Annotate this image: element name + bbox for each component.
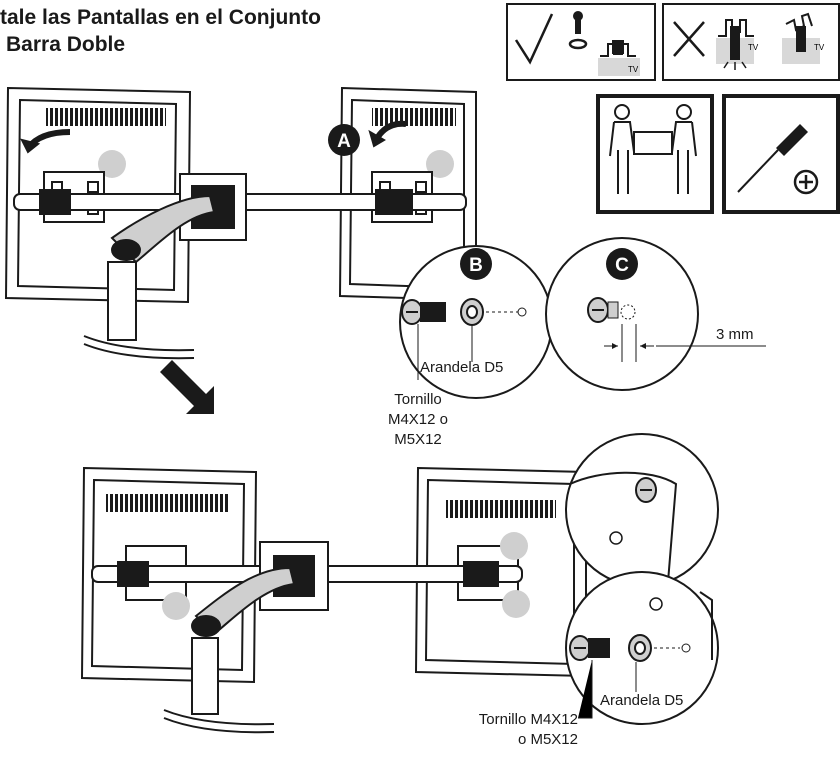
down-right-arrow-icon bbox=[160, 360, 214, 414]
tv-bracket-tilted-icon bbox=[782, 12, 820, 64]
screw-label-bottom: Tornillo M4X12 o M5X12 bbox=[478, 711, 578, 748]
phillips-screwdriver-icon bbox=[737, 124, 819, 195]
pole-top bbox=[83, 261, 195, 360]
detail-bracket-screw bbox=[565, 433, 719, 587]
two-person-lift-box bbox=[596, 94, 714, 214]
detail-b: B bbox=[399, 245, 553, 399]
detail-c: C bbox=[545, 237, 766, 391]
svg-text:TV: TV bbox=[748, 43, 759, 52]
screwdriver-box bbox=[722, 94, 840, 214]
step-a-label: A bbox=[337, 131, 351, 152]
dual-bar-bottom bbox=[91, 541, 523, 611]
tv-label: TV bbox=[628, 65, 639, 74]
title-line-1: tale las Pantallas en el Conjunto bbox=[0, 6, 321, 29]
check-icon bbox=[514, 13, 554, 65]
svg-text:TV: TV bbox=[814, 43, 825, 52]
tv-bracket-too-long-icon bbox=[716, 19, 754, 70]
installed-screw-icon bbox=[587, 297, 636, 323]
step-c-label: C bbox=[615, 255, 629, 276]
step-a-badge bbox=[328, 124, 360, 156]
step-b-label: B bbox=[469, 255, 483, 276]
washer-icon bbox=[460, 298, 484, 326]
title-line-2: Barra Doble bbox=[6, 33, 126, 56]
correct-mounting-box: TV bbox=[506, 3, 656, 81]
articulating-arm-top bbox=[110, 194, 216, 264]
top-assembly bbox=[4, 86, 477, 360]
washer-label-top: Arandela D5 bbox=[420, 359, 504, 376]
screw-label-top: Tornillo M4X12 o M5X12 bbox=[387, 391, 449, 448]
screw-washer-icon bbox=[568, 11, 588, 50]
washer-icon-bottom bbox=[628, 634, 652, 662]
tv-bracket-ok-icon bbox=[598, 40, 640, 76]
screw-icon-bottom bbox=[569, 635, 610, 661]
gap-label: 3 mm bbox=[716, 326, 754, 343]
washer-label-bottom: Arandela D5 bbox=[600, 692, 684, 709]
bottom-assembly bbox=[80, 466, 587, 734]
detail-d-washer bbox=[565, 571, 719, 725]
two-person-lift-icon bbox=[609, 104, 697, 194]
pole-bottom bbox=[163, 637, 275, 734]
page-title: tale las Pantallas en el Conjunto Barra … bbox=[0, 4, 321, 58]
articulating-arm-bottom bbox=[191, 566, 296, 637]
x-cross-icon bbox=[673, 21, 705, 57]
screw-icon bbox=[401, 299, 446, 325]
incorrect-mounting-box: TV TV bbox=[662, 3, 840, 81]
